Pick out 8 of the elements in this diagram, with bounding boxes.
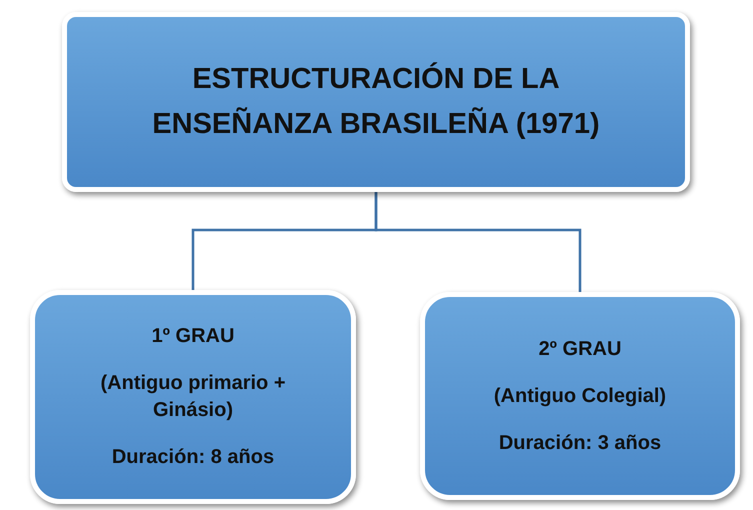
heading-text: 2º GRAU — [538, 336, 622, 362]
connector-line — [374, 192, 582, 292]
body-text: (Antiguo primario + Ginásio) — [100, 371, 286, 423]
body-text: Duración: 8 años — [112, 445, 274, 470]
title-text: ESTRUCTURACIÓN DE LA ENSEÑANZA BRASILEÑA (1971) — [151, 61, 601, 142]
body-text: (Antiguo Colegial) — [494, 384, 666, 408]
heading-text: 1º GRAU — [152, 324, 234, 349]
body-text: Duración: 3 años — [498, 430, 662, 456]
